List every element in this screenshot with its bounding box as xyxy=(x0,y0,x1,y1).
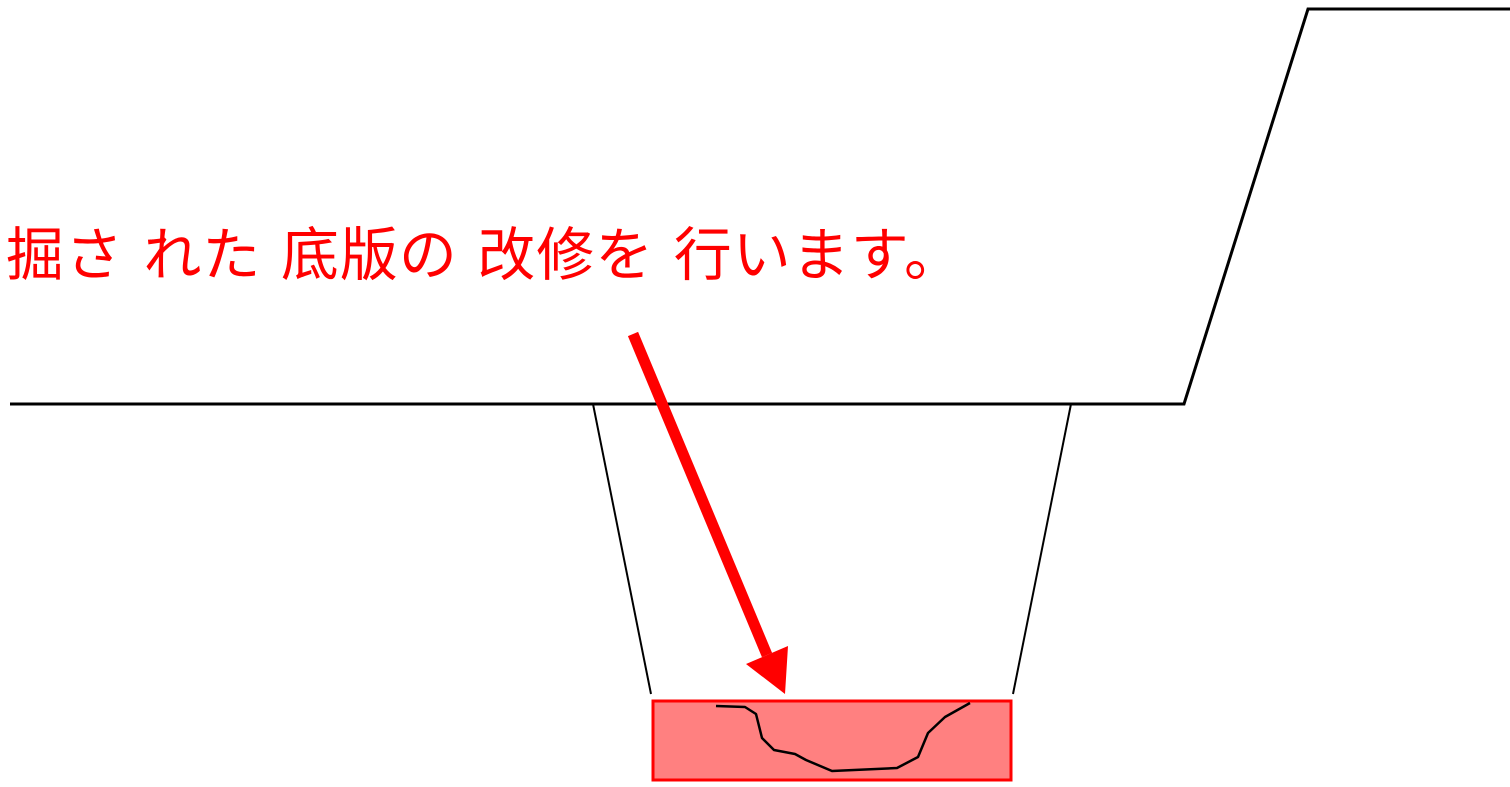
pointer-arrow-shaft xyxy=(627,331,773,658)
ground-surface-line xyxy=(10,7,1510,406)
base-slab xyxy=(651,699,1013,782)
repair-caption: 掘さ れた 底版の 改修を 行います。 xyxy=(6,221,963,289)
pointer-arrow-head xyxy=(746,646,788,694)
damage-crack-line xyxy=(715,701,971,773)
trench-right-wall xyxy=(1012,403,1072,695)
trench-left-wall xyxy=(592,403,652,695)
